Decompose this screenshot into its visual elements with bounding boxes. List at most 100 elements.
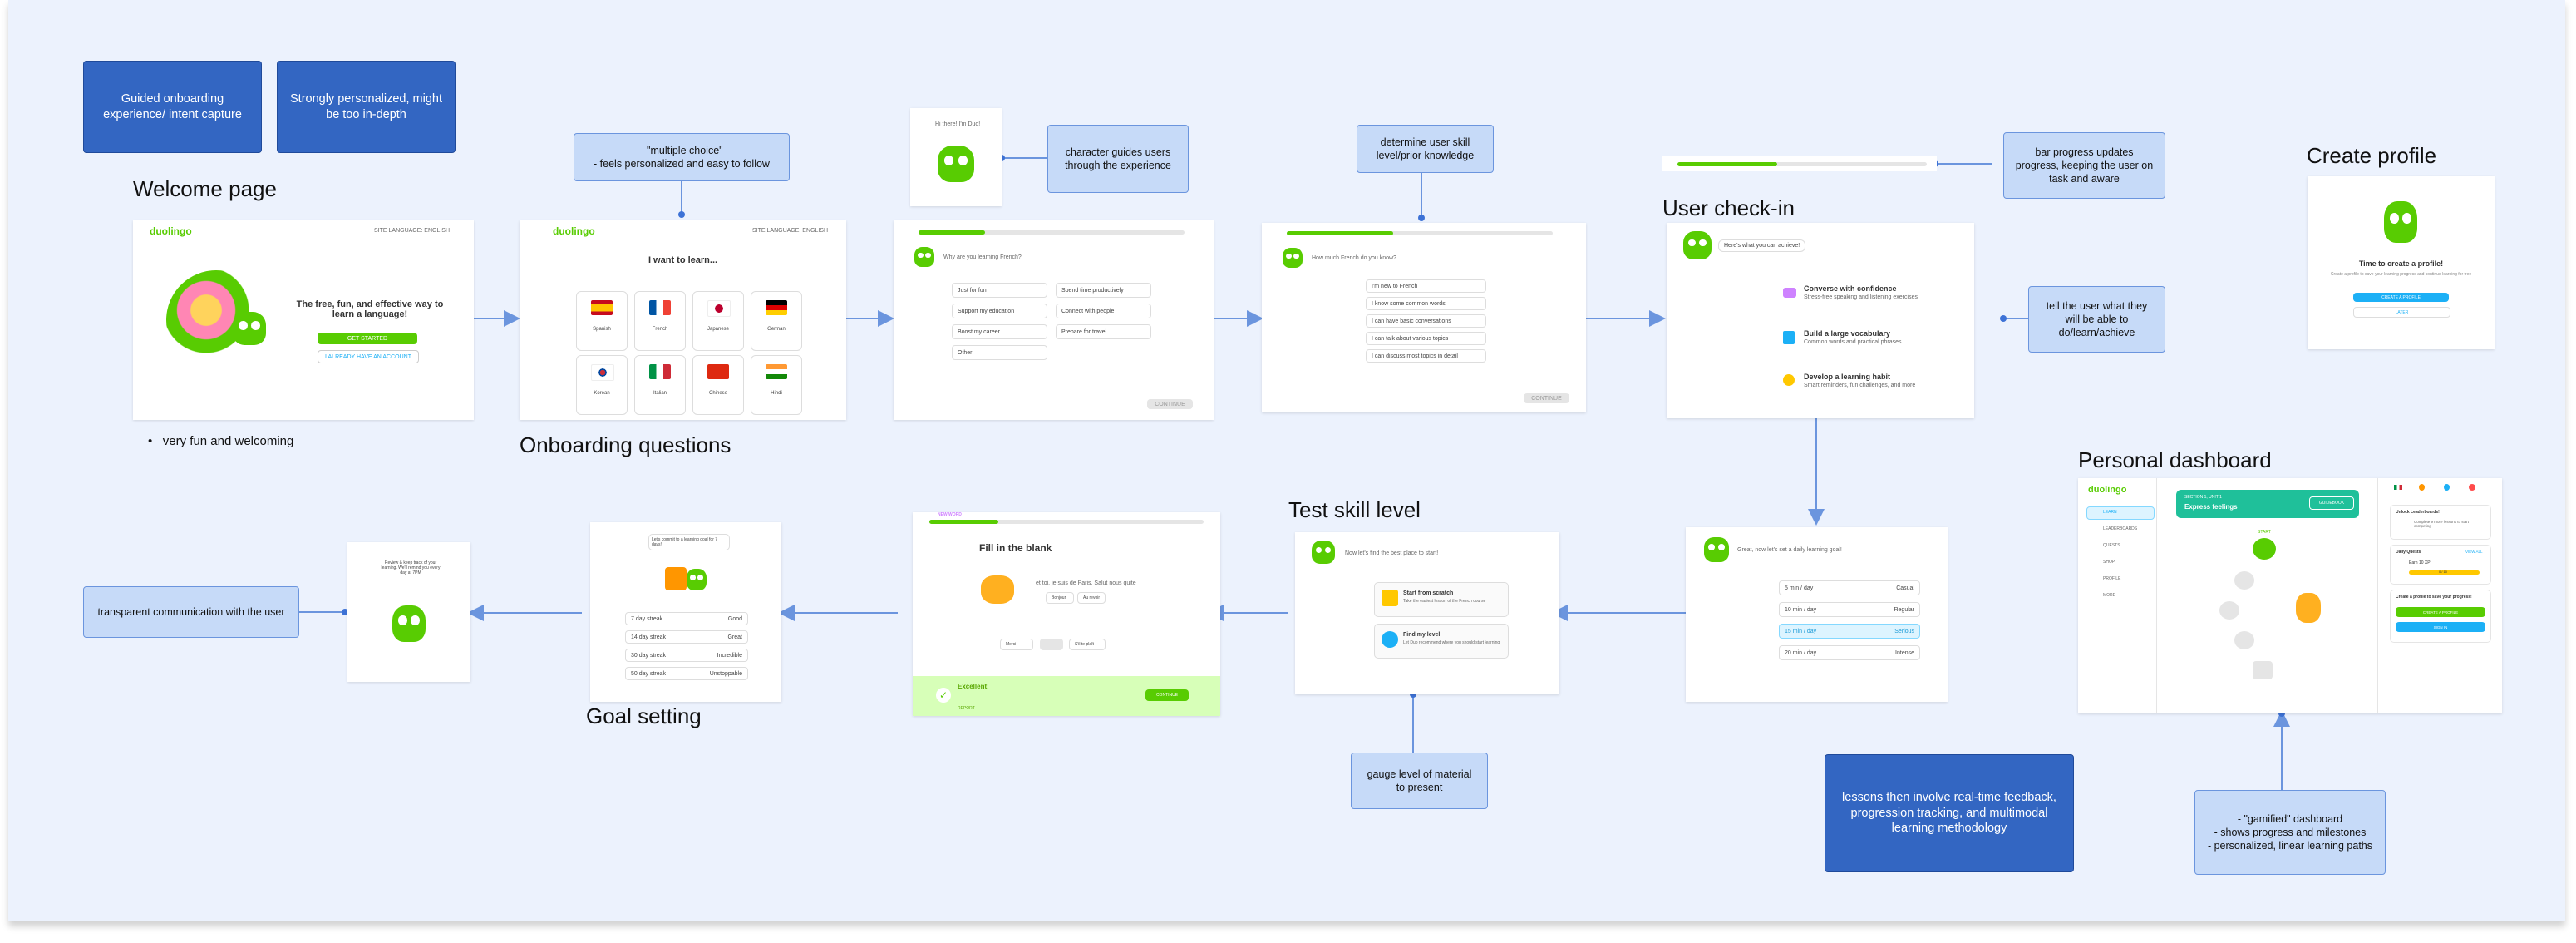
note-gamified-dashboard: - "gamified" dashboard - shows progress … — [2194, 790, 2386, 875]
sentence-text: et toi, je suis de Paris. Salut nous qui… — [1036, 580, 1136, 586]
option-other[interactable]: Other — [952, 345, 1047, 360]
owl-mascot-icon — [1683, 231, 1712, 259]
compass-icon — [1382, 631, 1398, 648]
option-level-5[interactable]: I can discuss most topics in detail — [1366, 349, 1486, 363]
word-chip[interactable]: S'il te plaît — [1069, 639, 1106, 650]
owl-mascot-icon — [938, 146, 974, 182]
option-education[interactable]: Support my education — [952, 304, 1047, 318]
option-level-3[interactable]: I can have basic conversations — [1366, 314, 1486, 328]
language-card[interactable]: Chinese — [692, 355, 744, 415]
option-level-4[interactable]: I can talk about various topics — [1366, 332, 1486, 345]
create-profile-button[interactable]: CREATE A PROFILE — [2353, 293, 2449, 302]
note-lessons: lessons then involve real-time feedback,… — [1825, 754, 2074, 872]
question-prompt: How much French do you know? — [1312, 255, 1396, 261]
speech-bubble: Review & keep track of your learning. We… — [381, 560, 441, 575]
option-start-from-scratch[interactable]: Start from scratch Take the easiest less… — [1374, 582, 1509, 617]
title-onboarding-questions: Onboarding questions — [520, 432, 731, 457]
note-character-guides: character guides users through the exper… — [1047, 125, 1189, 193]
note-bar-progress: bar progress updates progress, keeping t… — [2003, 132, 2165, 199]
lesson-locked-node[interactable] — [2234, 631, 2254, 649]
continue-button[interactable]: CONTINUE — [1147, 399, 1193, 409]
progress-bar-strip — [1662, 156, 1937, 171]
language-card[interactable]: French — [634, 291, 686, 351]
owl-mascot-icon — [1704, 537, 1729, 562]
report-link[interactable]: REPORT — [958, 706, 975, 711]
note-multiple-choice: - "multiple choice" - feels personalized… — [574, 133, 790, 181]
top-stats-bar — [2394, 483, 2485, 491]
sign-in-button[interactable]: SIGN IN — [2396, 622, 2485, 632]
guidebook-button[interactable]: GUIDEBOOK — [2309, 496, 2354, 510]
check-icon: ✓ — [936, 688, 951, 703]
language-card[interactable]: Italian — [634, 355, 686, 415]
owl-mascot-icon — [687, 569, 707, 590]
title-user-check-in: User check-in — [1662, 195, 1795, 220]
chest-icon[interactable] — [2253, 661, 2273, 679]
have-account-button[interactable]: I ALREADY HAVE AN ACCOUNT — [318, 350, 419, 363]
exercise-heading: Fill in the blank — [979, 542, 1052, 554]
lesson-locked-node[interactable] — [2219, 601, 2239, 620]
create-profile-button[interactable]: CREATE A PROFILE — [2396, 607, 2485, 617]
option-level-2[interactable]: I know some common words — [1366, 297, 1486, 310]
continue-button[interactable]: CONTINUE — [1145, 689, 1189, 701]
used-word-slot — [1040, 639, 1063, 650]
site-language[interactable]: SITE LANGUAGE: ENGLISH — [374, 228, 451, 234]
nav-profile[interactable]: PROFILE — [2103, 576, 2121, 581]
language-card[interactable]: Spanish — [576, 291, 628, 351]
speech-bubble: Now let's find the best place to start! — [1345, 550, 1439, 556]
nav-more[interactable]: MORE — [2103, 593, 2115, 598]
owl-mascot-icon — [914, 247, 934, 267]
title-personal-dashboard: Personal dashboard — [2078, 447, 2272, 472]
screenshot-why-learning: Why are you learning French? Just for fu… — [894, 220, 1214, 420]
option-level-1[interactable]: I'm new to French — [1366, 279, 1486, 293]
option-fun[interactable]: Just for fun — [952, 283, 1047, 298]
nav-leaderboards[interactable]: LEADERBOARDS — [2103, 526, 2138, 531]
progress-bar — [919, 230, 1185, 235]
option-productive[interactable]: Spend time productively — [1056, 283, 1151, 298]
continue-button[interactable]: CONTINUE — [1524, 393, 1569, 403]
option-travel[interactable]: Prepare for travel — [1056, 324, 1151, 339]
site-language[interactable]: SITE LANGUAGE: ENGLISH — [752, 228, 829, 234]
title-test-skill-level: Test skill level — [1288, 497, 1421, 522]
word-chip[interactable]: Au revoir — [1077, 592, 1106, 604]
lesson-start-node[interactable] — [2253, 538, 2276, 560]
speech-bubble: Here's what you can achieve! — [1718, 239, 1806, 252]
lesson-locked-node[interactable] — [2234, 571, 2254, 590]
get-started-button[interactable]: GET STARTED — [318, 333, 417, 344]
screenshot-test-skill-level: Now let's find the best place to start! … — [1295, 532, 1559, 694]
screenshot-how-much-know: How much French do you know? I'm new to … — [1262, 223, 1586, 412]
later-button[interactable]: LATER — [2353, 307, 2450, 318]
note-transparent-communication: transparent communication with the user — [83, 586, 299, 638]
owl-mascot-icon — [233, 312, 266, 345]
language-card[interactable]: Hindi — [751, 355, 802, 415]
screenshot-user-check-in: Here's what you can achieve! Converse wi… — [1667, 223, 1974, 418]
screenshot-welcome: duolingo SITE LANGUAGE: ENGLISH The free… — [133, 220, 474, 420]
nav-shop[interactable]: SHOP — [2103, 560, 2115, 565]
question-prompt: Why are you learning French? — [943, 254, 1022, 260]
language-card[interactable]: Japanese — [692, 291, 744, 351]
progress-bar — [929, 520, 1204, 524]
speech-bubble: Let's commit to a learning goal for 7 da… — [648, 534, 730, 550]
profile-heading: Time to create a profile! — [2358, 259, 2444, 268]
nav-quests[interactable]: QUESTS — [2103, 543, 2120, 548]
option-career[interactable]: Boost my career — [952, 324, 1047, 339]
option-find-my-level[interactable]: Find my level Let Duo recommend where yo… — [1374, 624, 1509, 659]
option-connect[interactable]: Connect with people — [1056, 304, 1151, 318]
title-goal-setting: Goal setting — [586, 704, 702, 728]
owl-guide-card: Hi there! I'm Duo! — [910, 108, 1002, 206]
note-tell-user: tell the user what they will be able to … — [2028, 286, 2165, 353]
language-card[interactable]: Korean — [576, 355, 628, 415]
screenshot-create-profile: Time to create a profile! Create a profi… — [2308, 176, 2495, 349]
word-chip[interactable]: Merci — [1000, 639, 1033, 650]
nav-learn[interactable]: LEARN — [2103, 510, 2117, 515]
language-card[interactable]: German — [751, 291, 802, 351]
welcome-headline: The free, fun, and effective way to lear… — [296, 299, 444, 319]
word-chip[interactable]: Bonjour — [1046, 592, 1074, 604]
